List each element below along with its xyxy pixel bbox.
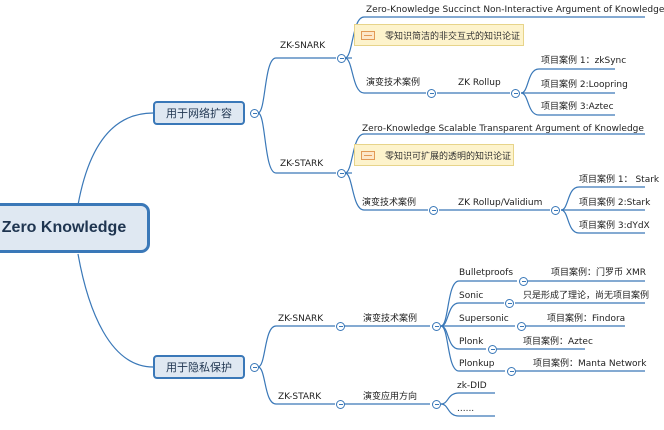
collapse-toggle-icon[interactable] xyxy=(337,169,346,178)
case-node[interactable]: 项目案例：门罗币 XMR xyxy=(551,268,647,278)
note-icon xyxy=(361,30,375,40)
evolution-label[interactable]: 演变技术案例 xyxy=(363,314,418,324)
collapse-toggle-icon[interactable] xyxy=(488,345,497,354)
tech-node[interactable]: Supersonic xyxy=(459,314,509,324)
collapse-toggle-icon[interactable] xyxy=(250,109,259,118)
direction-label[interactable]: 演变应用方向 xyxy=(363,392,418,402)
root-node[interactable]: Zero Knowledge xyxy=(0,203,150,253)
collapse-toggle-icon[interactable] xyxy=(507,367,516,376)
collapse-toggle-icon[interactable] xyxy=(250,363,259,372)
collapse-toggle-icon[interactable] xyxy=(505,299,514,308)
case-node[interactable]: 只是形成了理论，尚无项目案例 xyxy=(523,291,650,301)
stark-node[interactable]: ZK-STARK xyxy=(278,392,322,402)
collapse-toggle-icon[interactable] xyxy=(432,400,441,409)
snark-node[interactable]: ZK-SNARK xyxy=(280,41,326,51)
case-node[interactable]: 项目案例 2:Stark xyxy=(579,198,651,208)
collapse-toggle-icon[interactable] xyxy=(511,89,520,98)
case-node[interactable]: 项目案例 2:Loopring xyxy=(541,80,628,90)
collapse-toggle-icon[interactable] xyxy=(551,206,560,215)
case-node[interactable]: 项目案例：Aztec xyxy=(523,337,593,347)
case-node[interactable]: 项目案例 1： Stark xyxy=(579,175,660,185)
evolution-label[interactable]: 演变技术案例 xyxy=(366,78,421,88)
case-node[interactable]: 项目案例 1：zkSync xyxy=(541,56,627,66)
branch-scaling-node[interactable]: 用于网络扩容 xyxy=(153,101,245,125)
tech-node[interactable]: Sonic xyxy=(459,291,484,301)
collapse-toggle-icon[interactable] xyxy=(336,322,345,331)
collapse-toggle-icon[interactable] xyxy=(336,400,345,409)
snark-full-name: Zero-Knowledge Succinct Non-Interactive … xyxy=(366,5,664,15)
case-node[interactable]: 项目案例 3:Aztec xyxy=(541,102,614,112)
tech-node[interactable]: Plonkup xyxy=(459,359,495,369)
evolution-label[interactable]: 演变技术案例 xyxy=(362,198,417,208)
collapse-toggle-icon[interactable] xyxy=(427,89,436,98)
note-text: 零知识简洁的非交互式的知识论证 xyxy=(385,31,521,42)
collapse-toggle-icon[interactable] xyxy=(519,277,528,286)
list-item[interactable]: ...... xyxy=(457,404,475,414)
snark-node[interactable]: ZK-SNARK xyxy=(278,314,324,324)
stark-note: 零知识可扩展的透明的知识论证 xyxy=(354,144,514,166)
connector-lines xyxy=(77,16,645,417)
tech-node[interactable]: Plonk xyxy=(459,337,484,347)
collapse-toggle-icon[interactable] xyxy=(517,322,526,331)
stark-full-name: Zero-Knowledge Scalable Transparent Argu… xyxy=(362,124,644,134)
tech-node[interactable]: ZK Rollup/Validium xyxy=(458,198,543,208)
note-text: 零知识可扩展的透明的知识论证 xyxy=(385,151,512,162)
tech-node[interactable]: Bulletproofs xyxy=(459,268,514,278)
tech-node[interactable]: ZK Rollup xyxy=(458,78,501,88)
case-node[interactable]: 项目案例 3:dYdX xyxy=(579,221,650,231)
collapse-toggle-icon[interactable] xyxy=(337,54,346,63)
case-node[interactable]: 项目案例：Findora xyxy=(547,314,626,324)
collapse-toggle-icon[interactable] xyxy=(429,206,438,215)
stark-node[interactable]: ZK-STARK xyxy=(280,159,324,169)
case-node[interactable]: 项目案例：Manta Network xyxy=(533,359,647,369)
branch-privacy-node[interactable]: 用于隐私保护 xyxy=(153,355,245,379)
note-icon xyxy=(361,150,375,160)
snark-note: 零知识简洁的非交互式的知识论证 xyxy=(354,24,524,46)
collapse-toggle-icon[interactable] xyxy=(432,322,441,331)
list-item[interactable]: zk-DID xyxy=(457,381,487,391)
